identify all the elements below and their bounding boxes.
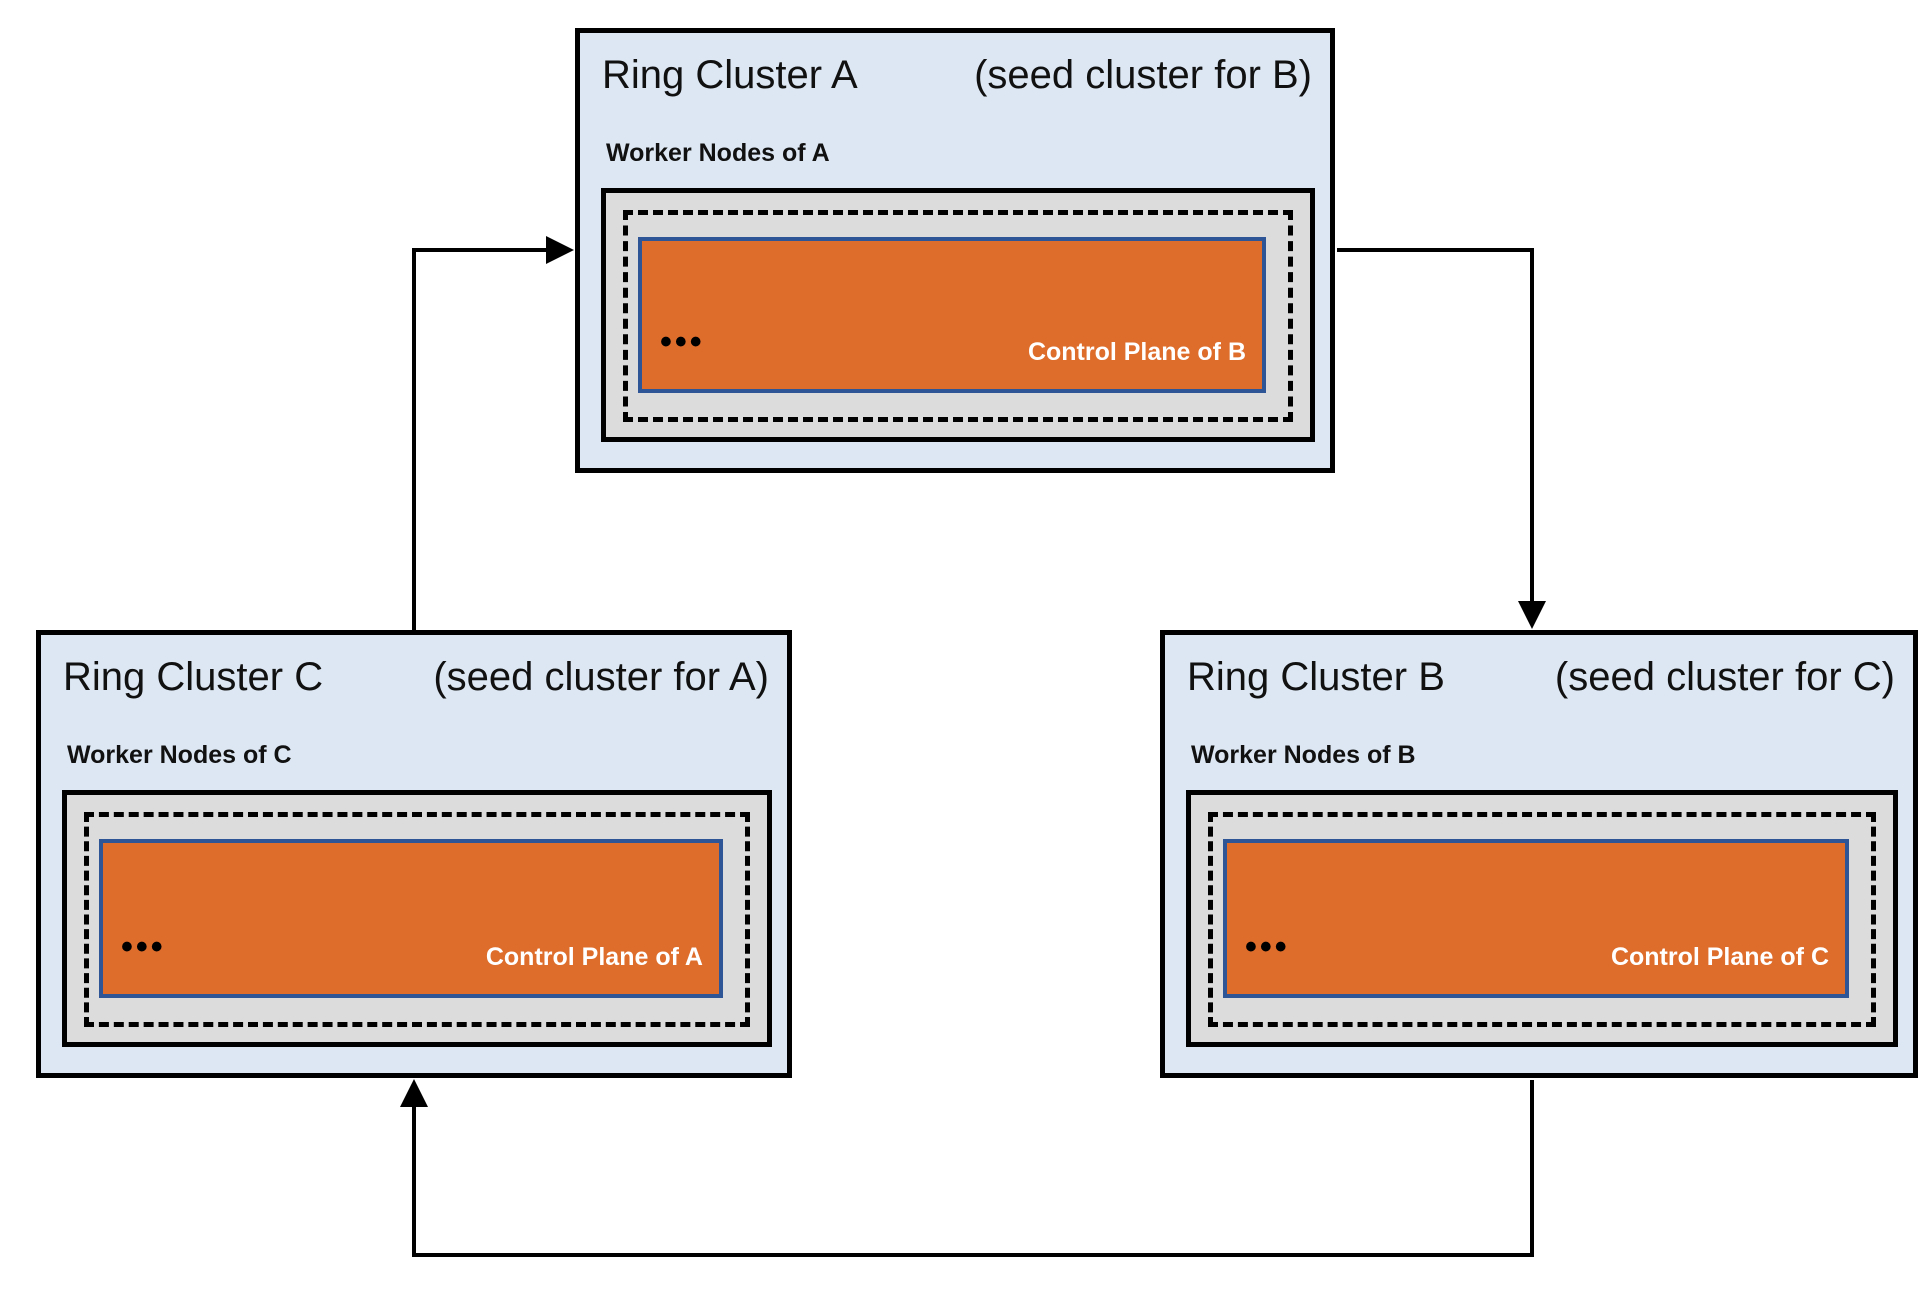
cluster-c-box: Ring Cluster C (seed cluster for A) Work… <box>36 630 792 1078</box>
cluster-a-box: Ring Cluster A (seed cluster for B) Work… <box>575 28 1335 473</box>
arrow-b-to-c-head-icon <box>400 1079 428 1107</box>
cluster-c-worker-nodes-label: Worker Nodes of C <box>67 741 292 769</box>
cluster-a-title-row: Ring Cluster A (seed cluster for B) <box>602 53 1312 98</box>
cluster-a-hosted-control-plane-box: ••• Control Plane of B <box>638 237 1266 393</box>
arrow-c-to-a <box>412 236 574 632</box>
arrow-b-to-c-line <box>412 1080 1534 1257</box>
arrow-c-to-a-line <box>412 248 547 632</box>
cluster-b-box: Ring Cluster B (seed cluster for C) Work… <box>1160 630 1918 1078</box>
cluster-b-seed-note: (seed cluster for C) <box>1554 655 1895 699</box>
arrow-c-to-a-head-icon <box>546 236 574 264</box>
cluster-c-control-plane-label: Control Plane of A <box>485 943 703 971</box>
cluster-b-dashed-boundary: ••• Control Plane of C <box>1208 812 1876 1027</box>
cluster-c-title-row: Ring Cluster C (seed cluster for A) <box>63 655 769 700</box>
cluster-c-name: Ring Cluster C <box>63 655 324 699</box>
arrow-a-to-b-line <box>1337 248 1534 602</box>
cluster-b-hosted-control-plane-box: ••• Control Plane of C <box>1223 839 1849 998</box>
cluster-b-control-plane-label: Control Plane of C <box>1610 943 1829 971</box>
cluster-c-dashed-boundary: ••• Control Plane of A <box>84 812 750 1027</box>
cluster-c-seed-note: (seed cluster for A) <box>433 655 769 699</box>
cluster-a-worker-nodes-box: ••• Control Plane of B <box>601 188 1315 442</box>
cluster-a-name: Ring Cluster A <box>602 53 858 97</box>
arrow-b-to-c <box>400 1079 1534 1257</box>
cluster-a-dashed-boundary: ••• Control Plane of B <box>623 210 1293 422</box>
cluster-b-worker-nodes-box: ••• Control Plane of C <box>1186 790 1898 1047</box>
cluster-c-ellipsis-dots: ••• <box>121 928 166 966</box>
cluster-a-control-plane-label: Control Plane of B <box>1027 338 1246 366</box>
cluster-a-seed-note: (seed cluster for B) <box>974 53 1312 97</box>
cluster-b-title-row: Ring Cluster B (seed cluster for C) <box>1187 655 1895 700</box>
cluster-b-name: Ring Cluster B <box>1187 655 1445 699</box>
arrow-a-to-b-head-icon <box>1518 601 1546 629</box>
cluster-b-worker-nodes-label: Worker Nodes of B <box>1191 741 1416 769</box>
cluster-b-ellipsis-dots: ••• <box>1245 928 1290 966</box>
cluster-a-ellipsis-dots: ••• <box>660 323 705 361</box>
cluster-c-worker-nodes-box: ••• Control Plane of A <box>62 790 772 1047</box>
cluster-c-hosted-control-plane-box: ••• Control Plane of A <box>99 839 723 998</box>
cluster-a-worker-nodes-label: Worker Nodes of A <box>606 139 830 167</box>
arrow-a-to-b <box>1337 248 1546 629</box>
